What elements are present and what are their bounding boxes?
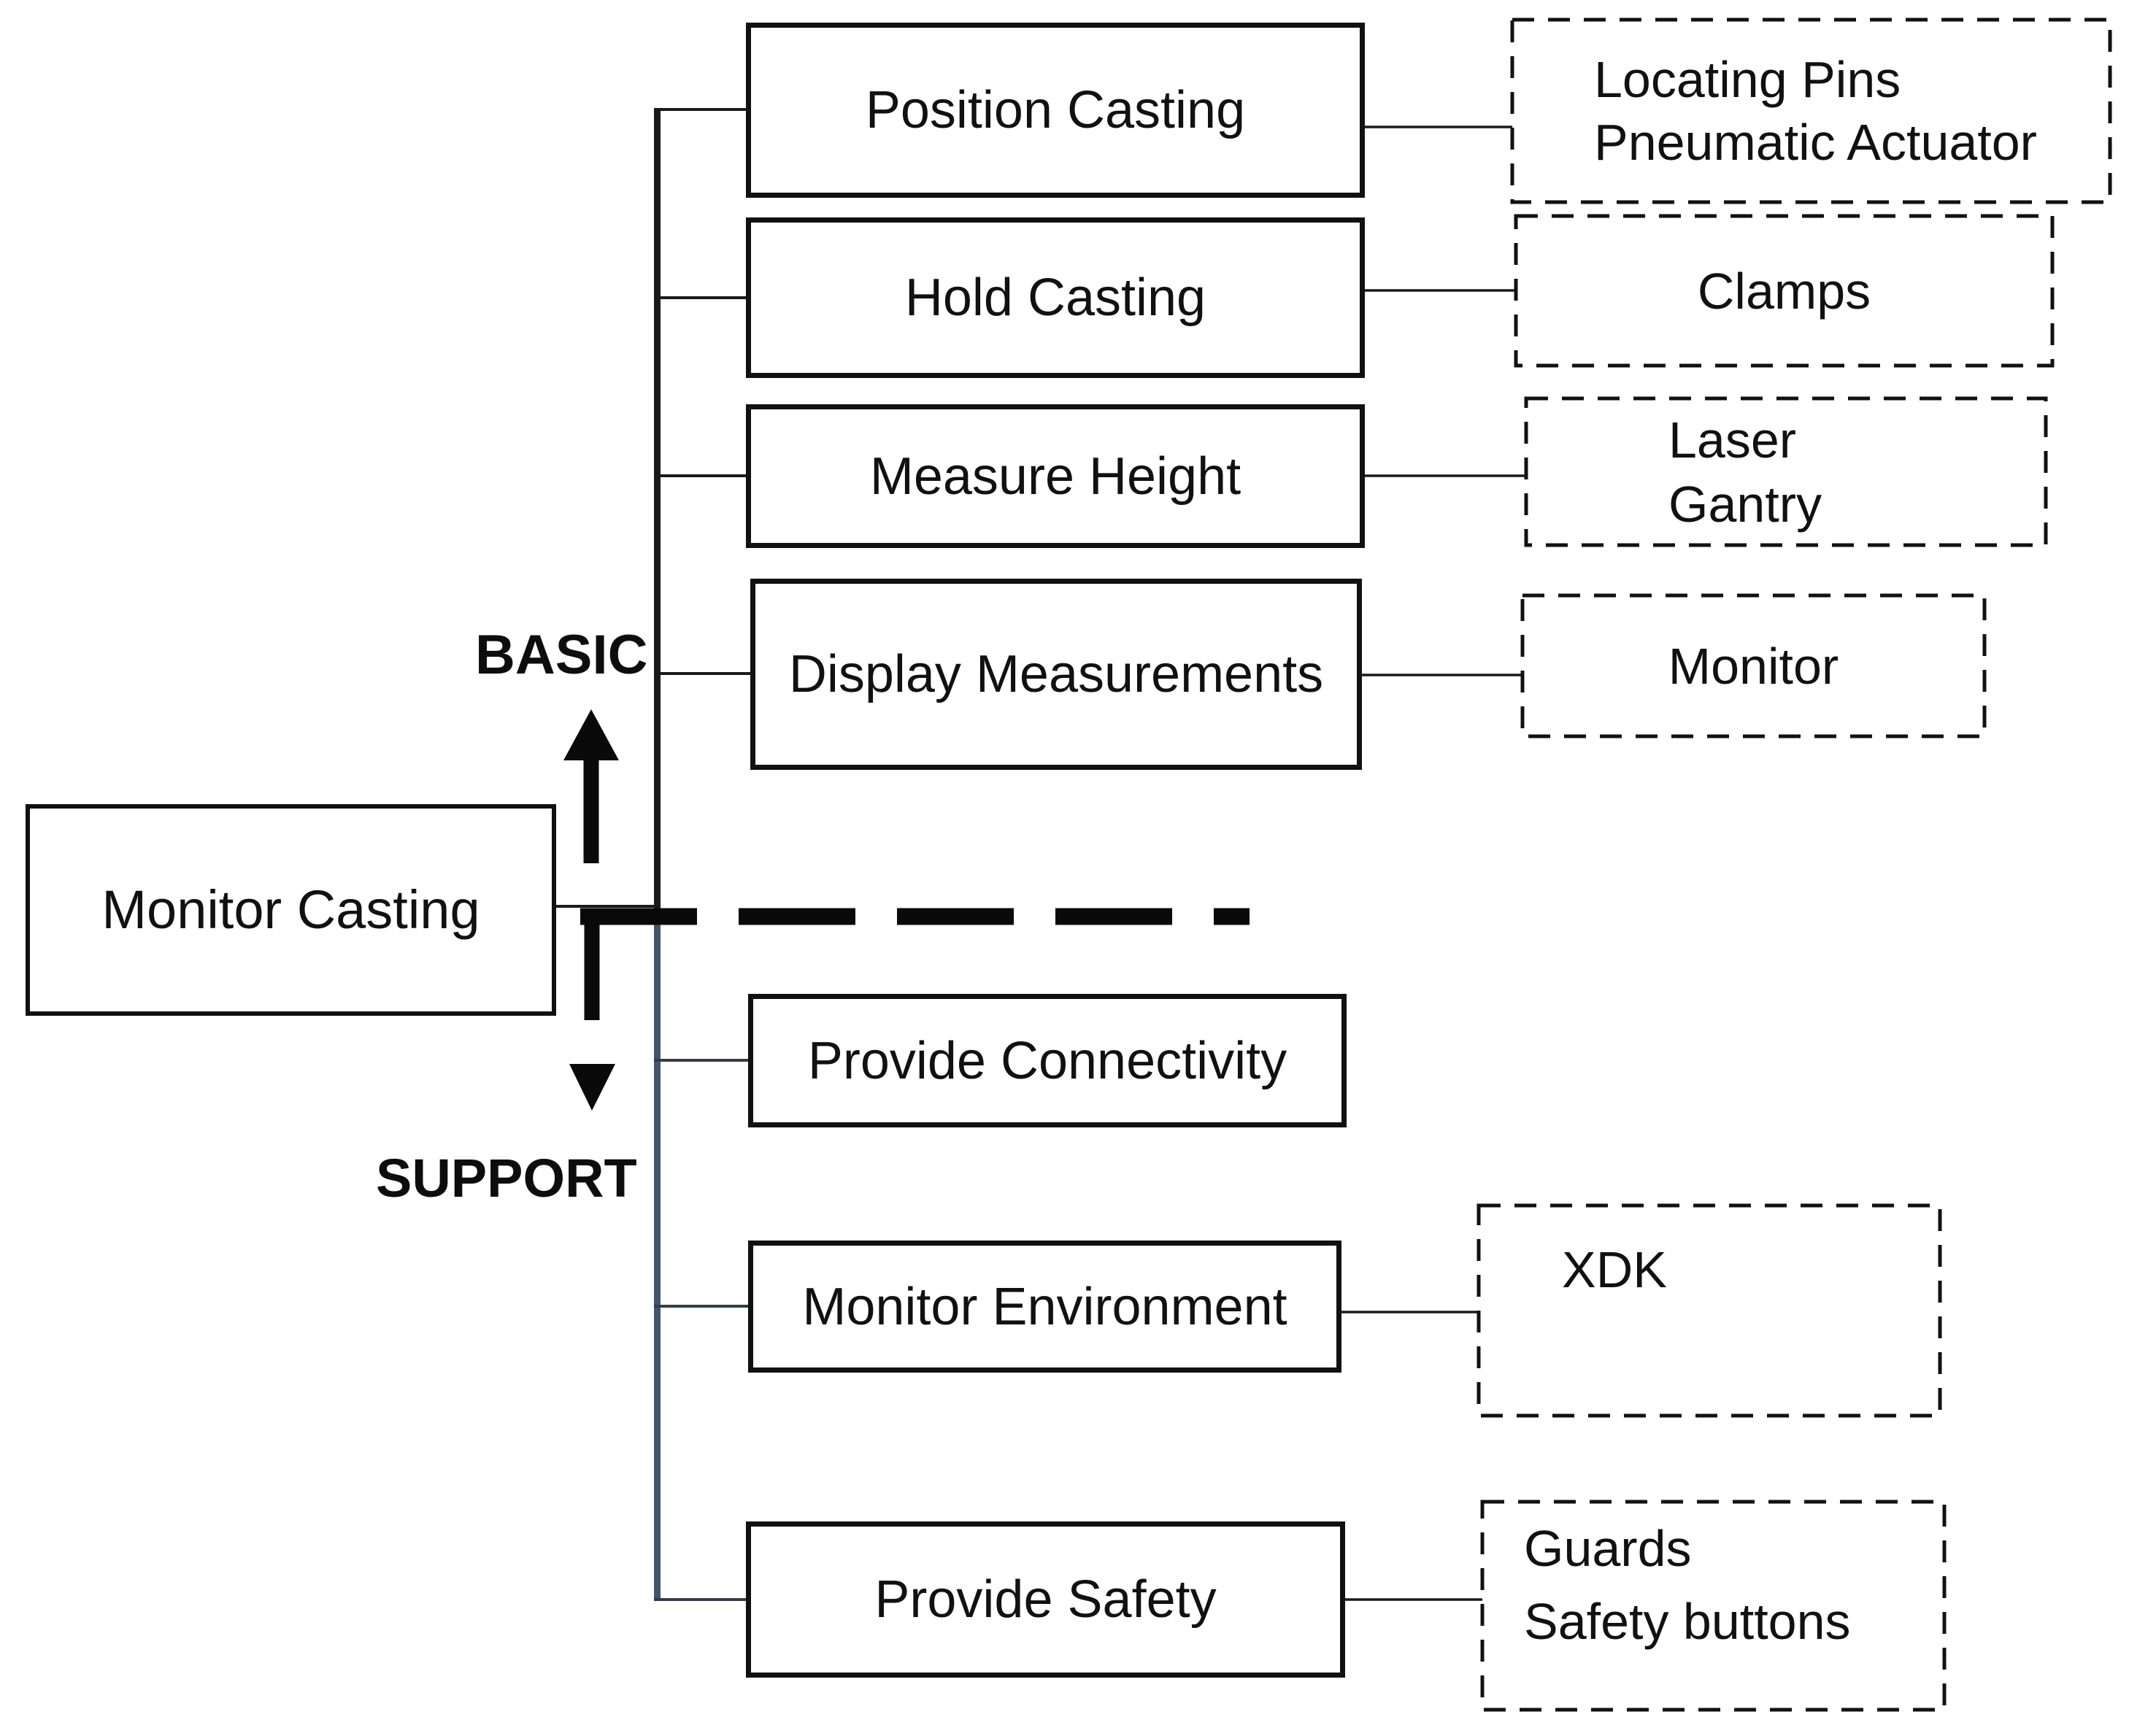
function-box-position-casting: Position Casting — [746, 23, 1365, 198]
root-box-monitor-casting: Monitor Casting — [26, 804, 556, 1016]
means-line: Pneumatic Actuator — [1594, 114, 2037, 171]
means-outline-guards — [1480, 1500, 1947, 1712]
means-outline-monitor — [1520, 593, 1987, 738]
function-box-monitor-environment: Monitor Environment — [748, 1241, 1341, 1373]
means-label-clamps: Clamps — [1516, 216, 2052, 366]
means-line: Safety buttons — [1524, 1593, 1851, 1650]
support-arrow-icon — [569, 1064, 615, 1111]
basic-arrow-icon — [563, 709, 619, 760]
means-line: Gantry — [1668, 475, 1822, 533]
means-label-laser-gantry: Laser Gantry — [1668, 398, 1822, 545]
support-label: SUPPORT — [376, 1148, 637, 1208]
means-label-guards: Guards Safety buttons — [1524, 1512, 1851, 1658]
means-label-locating-pins: Locating Pins Pneumatic Actuator — [1594, 20, 2037, 202]
function-box-hold-casting: Hold Casting — [746, 217, 1365, 378]
means-outline-laser-gantry — [1524, 396, 2048, 547]
means-outline-clamps — [1514, 214, 2055, 368]
means-line: XDK — [1562, 1241, 1667, 1298]
means-label-xdk: XDK — [1562, 1241, 1667, 1299]
means-line: Locating Pins — [1594, 51, 1901, 108]
function-box-measure-height: Measure Height — [746, 404, 1365, 548]
means-line: Monitor — [1668, 637, 1839, 695]
means-line: Clamps — [1697, 262, 1871, 320]
means-label-monitor: Monitor — [1522, 595, 1984, 736]
function-box-display-measurements: Display Measurements — [750, 579, 1362, 770]
means-line: Laser — [1668, 411, 1797, 468]
means-line: Guards — [1524, 1520, 1692, 1577]
basic-label: BASIC — [475, 624, 648, 686]
function-box-provide-safety: Provide Safety — [746, 1521, 1345, 1678]
means-outline-xdk — [1477, 1203, 1942, 1418]
means-outline-locating-pins — [1510, 18, 2112, 204]
function-box-provide-connectivity: Provide Connectivity — [748, 994, 1347, 1127]
